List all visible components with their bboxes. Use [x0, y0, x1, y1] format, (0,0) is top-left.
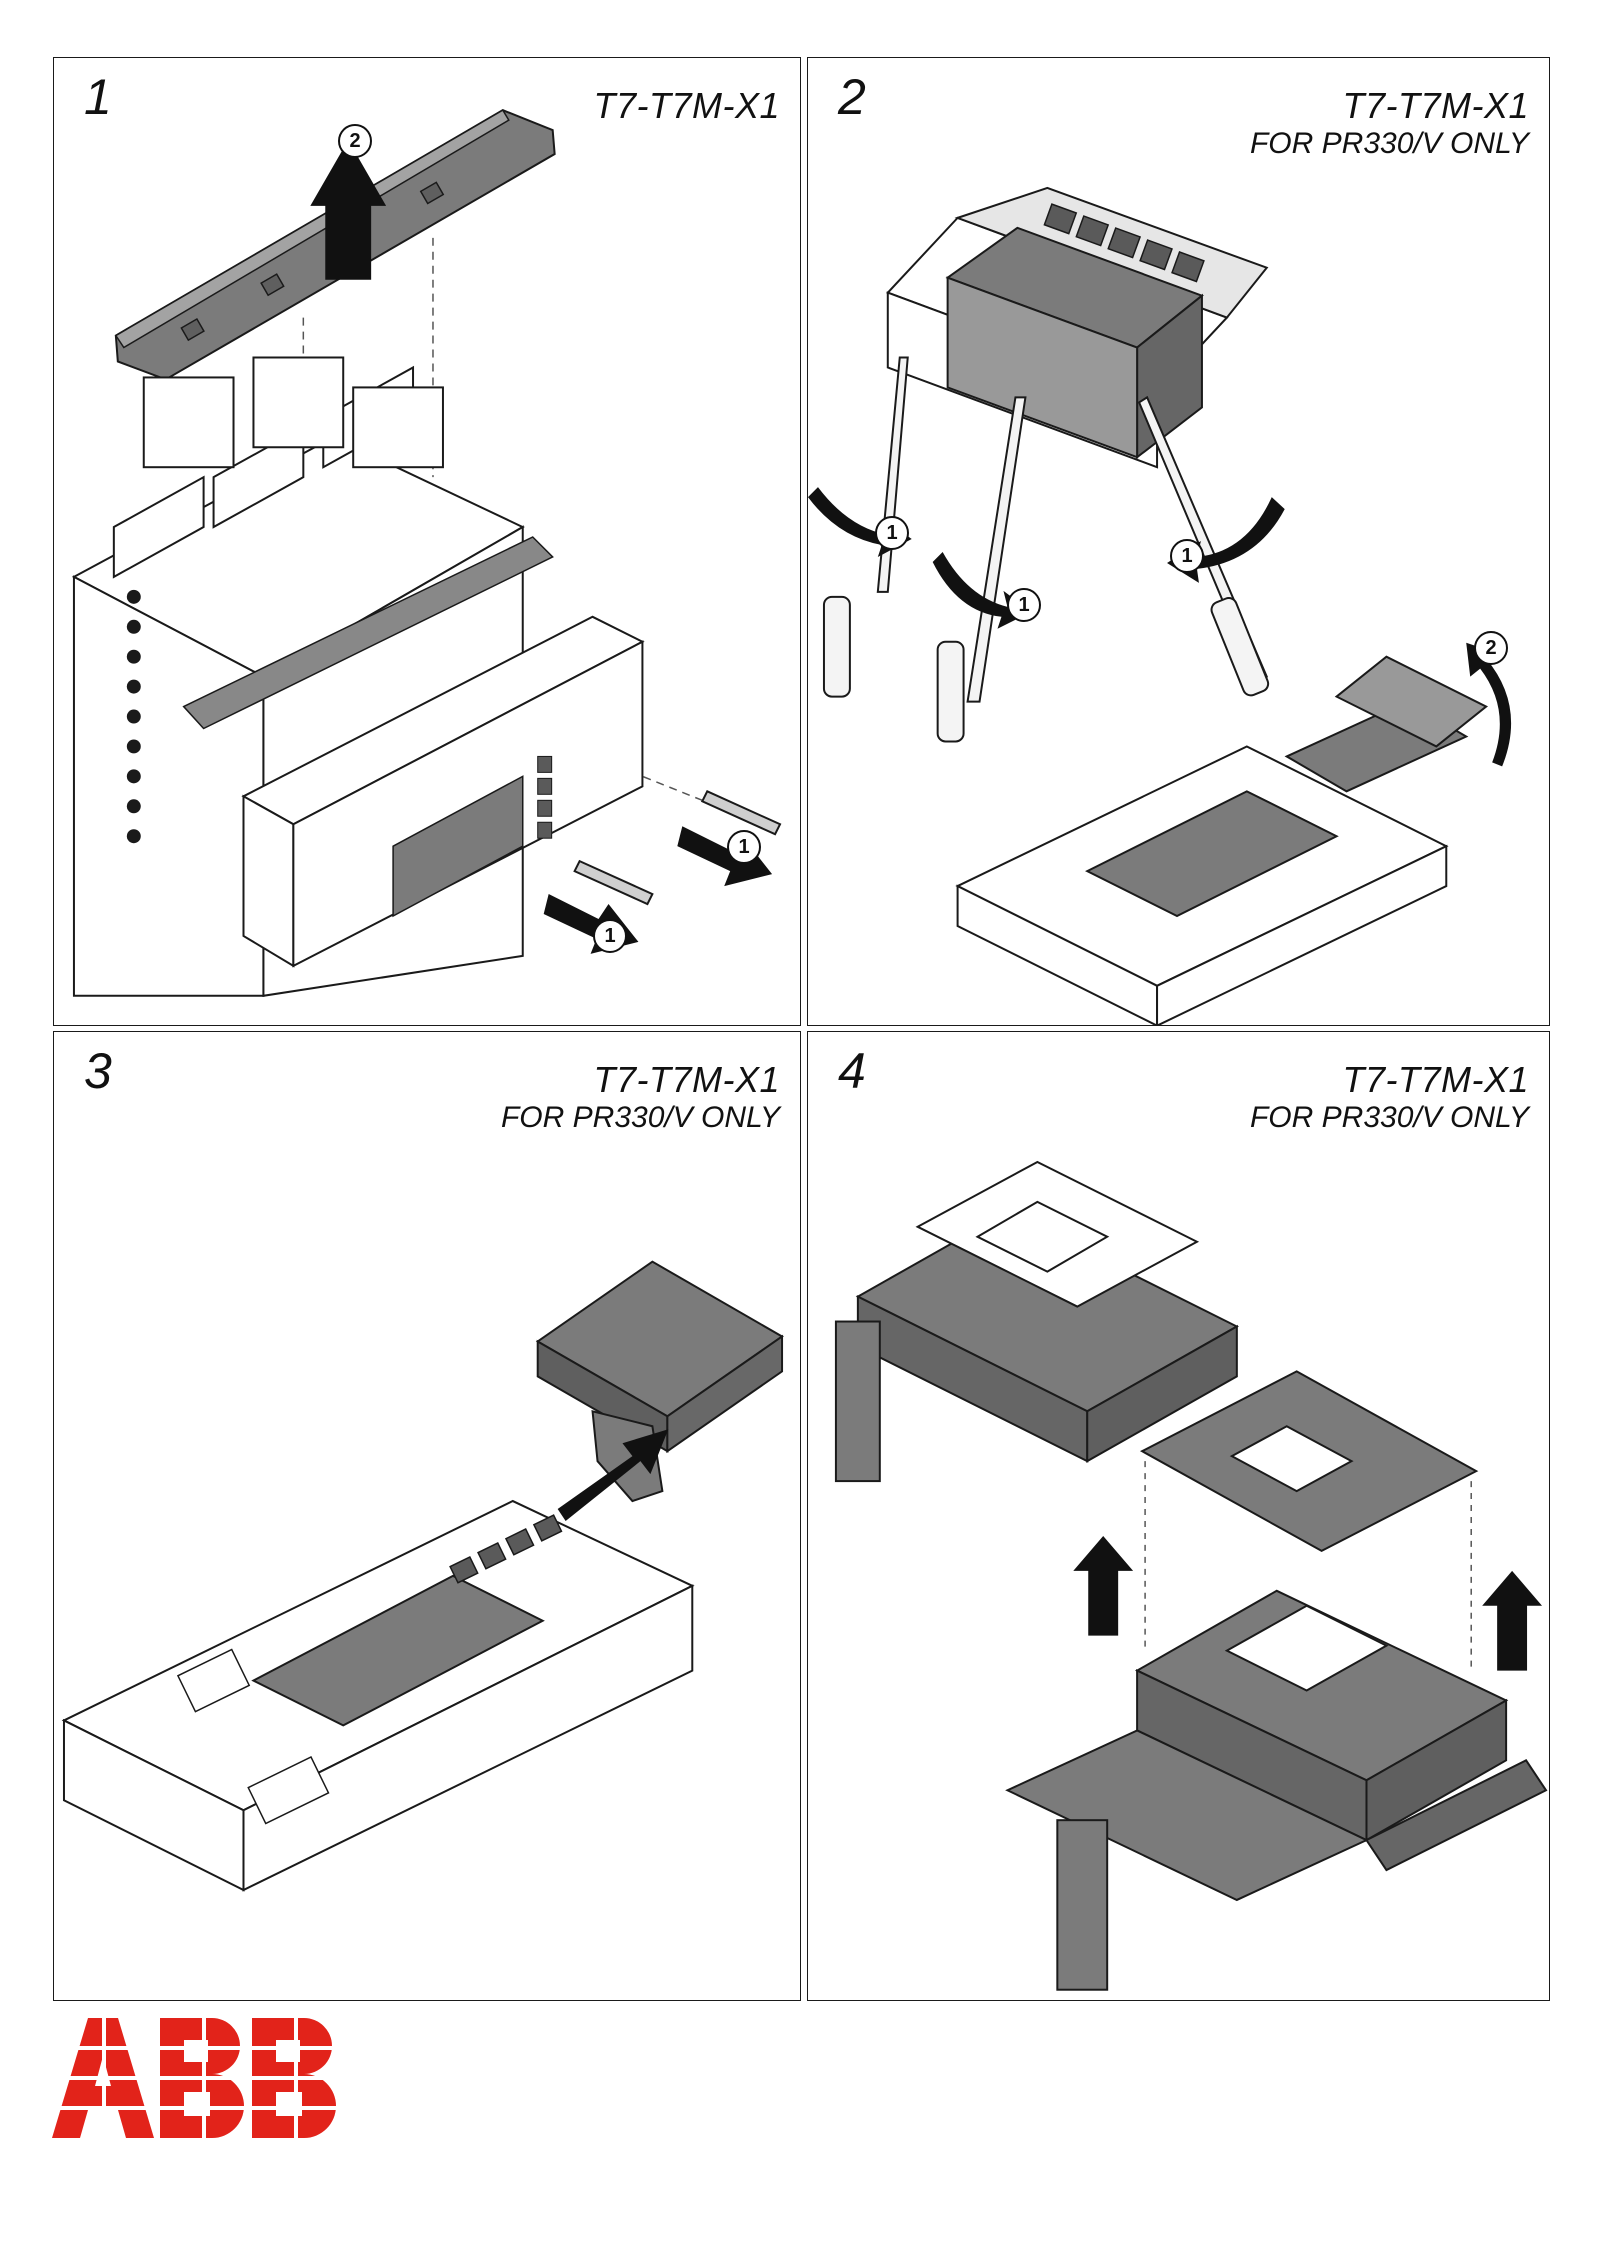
abb-logo: [52, 2018, 352, 2138]
model-label: T7-T7M-X1: [593, 1059, 780, 1100]
step-1-illustration: [71, 109, 782, 997]
model-label: T7-T7M-X1: [1342, 1059, 1529, 1100]
model-label: T7-T7M-X1: [1342, 85, 1529, 126]
step-3-illustration: [61, 1260, 784, 1892]
callout-badge: 2: [1474, 631, 1508, 665]
panel-title: T7-T7M-X1 FOR PR330/V ONLY: [501, 1060, 780, 1136]
model-label: T7-T7M-X1: [593, 85, 780, 126]
panel-step-3: 3 T7-T7M-X1 FOR PR330/V ONLY: [53, 1031, 801, 2001]
step-number: 1: [84, 69, 112, 125]
step-number: 3: [84, 1043, 112, 1099]
variant-note: FOR PR330/V ONLY: [1249, 1101, 1529, 1134]
callout-badge: 1: [1007, 588, 1041, 622]
panel-title: T7-T7M-X1: [593, 86, 780, 126]
panel-step-1: 1 T7-T7M-X1 2 1 1: [53, 57, 801, 1026]
step-2-illustration: [808, 186, 1512, 1025]
callout-badge: 2: [338, 124, 372, 158]
panel-title: T7-T7M-X1 FOR PR330/V ONLY: [1250, 86, 1529, 162]
variant-note: FOR PR330/V ONLY: [1249, 127, 1529, 160]
panel-step-2: 2 T7-T7M-X1 FOR PR330/V ONLY 1 1 1 2: [807, 57, 1550, 1026]
panel-step-4: 4 T7-T7M-X1 FOR PR330/V ONLY: [807, 1031, 1550, 2001]
step-4-illustration: [834, 1160, 1548, 1991]
panel-title: T7-T7M-X1 FOR PR330/V ONLY: [1250, 1060, 1529, 1136]
callout-badge: 1: [875, 516, 909, 550]
callout-badge: 1: [727, 830, 761, 864]
variant-note: FOR PR330/V ONLY: [500, 1101, 780, 1134]
step-number: 4: [838, 1043, 866, 1099]
step-number: 2: [838, 69, 866, 125]
callout-badge: 1: [1170, 539, 1204, 573]
callout-badge: 1: [593, 919, 627, 953]
